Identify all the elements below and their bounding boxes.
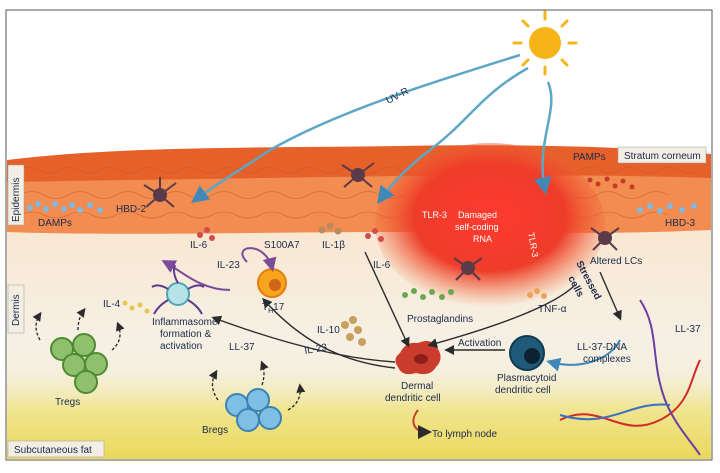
tnfa-cluster <box>527 288 547 299</box>
il6-right-label: IL-6 <box>373 260 391 271</box>
damps-cluster <box>27 201 103 213</box>
bregs-cluster <box>225 388 282 432</box>
activation-label: Activation <box>458 338 501 349</box>
il1b-label: IL-1β <box>322 240 345 251</box>
dermal-dendritic-cell <box>395 341 441 375</box>
plasmacytoid-line2: dendritic cell <box>495 385 551 396</box>
tlr3-right-label: TLR-3 <box>526 232 540 258</box>
svg-text:Dermis: Dermis <box>11 294 22 326</box>
dermal-dc-line1: Dermal <box>401 381 433 392</box>
epidermis-side-label: Epidermis <box>7 164 25 226</box>
damaged-rna-line1: Damaged <box>458 210 497 220</box>
damps-label: DAMPs <box>38 218 72 229</box>
svg-text:Stratum corneum: Stratum corneum <box>624 151 701 162</box>
damaged-rna-line2: self-coding <box>455 222 499 232</box>
subcutaneous-fat-label: Subcutaneous fat <box>7 440 105 458</box>
il23-bottom-label: IL-23 <box>304 342 329 357</box>
ll37-complex-line2: complexes <box>583 354 631 365</box>
altered-lc-cell-1 <box>453 257 483 281</box>
il6-left-cluster <box>197 227 215 241</box>
altered-lc-cell-2 <box>590 227 620 251</box>
langerhans-cell-mid <box>341 162 375 188</box>
inflammasome-line2: formation & <box>160 329 211 340</box>
s100a7-label: S100A7 <box>264 240 300 251</box>
il6-loop-arrow <box>161 260 231 291</box>
prostaglandins-cluster <box>402 288 454 300</box>
damaged-rna-line3: RNA <box>473 234 492 244</box>
prostaglandins-label: Prostaglandins <box>407 314 473 325</box>
bregs-arrows <box>208 360 306 411</box>
bregs-label: Bregs <box>202 425 228 436</box>
il23-top-label: IL-23 <box>217 260 240 271</box>
ll37-right-label: LL-37 <box>675 324 701 335</box>
tregs-cluster <box>50 333 108 394</box>
dermis-side-label: Dermis <box>7 284 25 334</box>
hbd2-label: HBD-2 <box>116 204 146 215</box>
tnfa-label: TNF-α <box>538 304 567 315</box>
il6-left-label: IL-6 <box>190 240 208 251</box>
altered-lcs-label: Altered LCs <box>590 256 642 267</box>
dna-strands <box>559 299 701 456</box>
hbd3-label: HBD-3 <box>665 218 695 229</box>
il10-label: IL-10 <box>317 325 340 336</box>
il1b-cluster <box>318 222 342 235</box>
ll37-left-label: LL-37 <box>229 342 255 353</box>
hbd3-cluster <box>637 203 697 214</box>
il23-loop-arrow <box>241 247 277 272</box>
sun-icon <box>512 10 578 76</box>
il4-label: IL-4 <box>103 299 121 310</box>
lymph-node-arrow <box>412 409 432 439</box>
pamps-cluster <box>587 176 635 190</box>
il10-cluster <box>341 316 366 346</box>
il4-cluster <box>122 300 150 314</box>
uv-rays <box>190 53 553 204</box>
tregs-arrows <box>32 307 125 351</box>
dermal-dc-line2: dendritic cell <box>385 393 441 404</box>
th17-cell <box>257 268 287 298</box>
th17-label: TH17 <box>262 302 285 315</box>
inflammasome-line3: activation <box>160 341 202 352</box>
svg-text:Epidermis: Epidermis <box>11 178 22 222</box>
pamps-label: PAMPs <box>573 152 606 163</box>
langerhans-cell-left <box>143 177 177 208</box>
tlr3-left-label: TLR-3 <box>422 210 447 220</box>
ll37-complex-line1: LL-37-DNA <box>577 342 627 353</box>
inflammasome-cell <box>151 264 205 315</box>
dermis-arrows <box>211 251 622 369</box>
lymph-node-label: To lymph node <box>432 429 497 440</box>
stratum-corneum-label: Stratum corneum <box>617 146 707 164</box>
sky-area <box>7 11 711 151</box>
svg-text:Subcutaneous fat: Subcutaneous fat <box>14 445 92 456</box>
inflammasome-line1: Inflammasome <box>152 317 218 328</box>
plasmacytoid-line1: Plasmacytoid <box>497 373 556 384</box>
ll37-complex-arrow <box>546 339 621 372</box>
subcutaneous-fat-layer <box>7 360 711 459</box>
tregs-label: Tregs <box>55 397 80 408</box>
plasmacytoid-dendritic-cell <box>509 335 545 371</box>
il6-right-cluster <box>365 228 384 242</box>
